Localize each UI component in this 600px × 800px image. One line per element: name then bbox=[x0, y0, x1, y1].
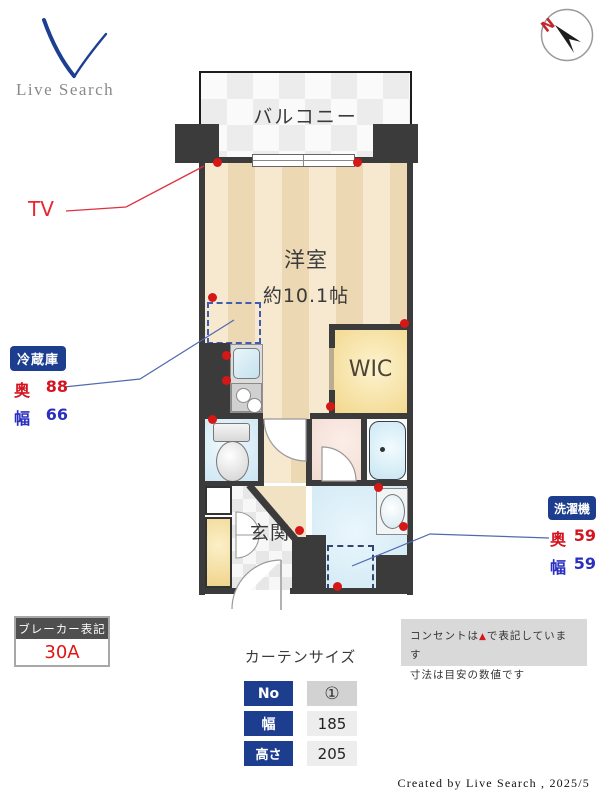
footer-credit: Created by Live Search , 2025/5 bbox=[397, 776, 590, 790]
wic-wall-left-top bbox=[329, 324, 335, 348]
outlet-marker bbox=[374, 483, 383, 492]
logo-text: Live Search bbox=[16, 80, 115, 99]
wic-area bbox=[334, 330, 407, 414]
stove-burner-icon bbox=[236, 388, 251, 403]
outlet-marker bbox=[213, 158, 222, 167]
outlet-marker bbox=[222, 376, 231, 385]
wic-label: WIC bbox=[348, 356, 393, 382]
washer-depth-value: 59 bbox=[573, 526, 596, 545]
curtain-row-no-label: No bbox=[244, 681, 293, 706]
tv-label: TV bbox=[28, 197, 54, 221]
fridge-depth-value: 88 bbox=[45, 377, 68, 396]
wall-bottom-left bbox=[199, 588, 237, 594]
outlet-marker bbox=[222, 351, 231, 360]
washer-depth-label: 奥 bbox=[550, 530, 567, 549]
powder-wall-right bbox=[361, 419, 367, 483]
legend-note-line1: コンセントは▲で表記しています bbox=[410, 630, 568, 662]
hallway-wall-right bbox=[306, 419, 312, 485]
room-size-label: 約10.1帖 bbox=[262, 284, 350, 307]
curtain-title: カーテンサイズ bbox=[244, 647, 357, 666]
kitchen-sink bbox=[233, 348, 260, 379]
outlet-marker bbox=[326, 402, 335, 411]
washer-width-label: 幅 bbox=[550, 558, 567, 577]
entrance-storage-top bbox=[205, 486, 232, 515]
breaker-title: ブレーカー表記 bbox=[16, 618, 108, 639]
fridge-title-chip: 冷蔵庫 bbox=[10, 346, 66, 371]
wall-bottom-right bbox=[290, 588, 413, 594]
fridge-width-value: 66 bbox=[45, 405, 68, 424]
fridge-width-label: 幅 bbox=[14, 409, 31, 428]
toilet-tank bbox=[213, 423, 250, 442]
outlet-marker bbox=[400, 319, 409, 328]
mid-wall-right bbox=[310, 413, 413, 419]
curtain-row-height-value: 205 bbox=[307, 741, 357, 766]
balcony-label: バルコニー bbox=[253, 105, 358, 128]
outlet-marker bbox=[295, 526, 304, 535]
wall-column-right bbox=[373, 124, 418, 163]
outlet-symbol-icon: ▲ bbox=[479, 632, 487, 642]
bathtub bbox=[369, 421, 406, 480]
laundry-wall-block bbox=[376, 555, 407, 590]
wic-wall-top bbox=[329, 324, 413, 330]
washer-annotation: 洗濯機 奥 59 幅 59 bbox=[548, 496, 598, 578]
outlet-marker bbox=[208, 415, 217, 424]
stove-burner-icon bbox=[247, 398, 262, 413]
breaker-value: 30A bbox=[44, 641, 80, 663]
logo-check-icon bbox=[42, 18, 108, 79]
outlet-marker bbox=[399, 522, 408, 531]
outlet-marker bbox=[353, 158, 362, 167]
washer-width-value: 59 bbox=[573, 554, 596, 573]
curtain-row-width-value: 185 bbox=[307, 711, 357, 736]
laundry-wall-top bbox=[306, 480, 366, 486]
entrance-column bbox=[292, 535, 326, 590]
curtain-row-height-label: 高さ bbox=[244, 741, 293, 766]
bath-wall-bottom bbox=[361, 480, 413, 486]
kitchen-stove bbox=[231, 383, 262, 413]
curtain-row-width-label: 幅 bbox=[244, 711, 293, 736]
balcony-window bbox=[252, 154, 355, 167]
live-search-logo: Live Search bbox=[14, 14, 134, 106]
fridge-depth-label: 奥 bbox=[14, 381, 31, 400]
tv-leader-line bbox=[65, 165, 205, 212]
legend-note-line2: 寸法は目安の数値です bbox=[410, 668, 525, 681]
wic-door bbox=[329, 348, 334, 390]
compass-north-icon: N bbox=[538, 8, 594, 62]
toilet-wall-right bbox=[258, 419, 264, 482]
wall-right bbox=[407, 157, 413, 595]
entrance-label: 玄関 bbox=[249, 521, 290, 544]
toilet-bowl bbox=[216, 441, 249, 482]
wall-column-left bbox=[175, 124, 219, 163]
washer-title-chip: 洗濯機 bbox=[548, 496, 596, 520]
legend-note-box: コンセントは▲で表記しています 寸法は目安の数値です bbox=[401, 619, 587, 681]
outlet-marker bbox=[333, 582, 342, 591]
mid-wall-left bbox=[199, 413, 263, 419]
powder-room bbox=[312, 419, 364, 483]
fridge-space-outline bbox=[207, 302, 261, 344]
hallway bbox=[264, 419, 308, 483]
fridge-annotation: 冷蔵庫 奥 88 幅 66 bbox=[10, 346, 80, 429]
bathtub-drain-icon bbox=[380, 447, 385, 452]
outlet-marker bbox=[208, 293, 217, 302]
shoe-cabinet bbox=[205, 517, 232, 588]
breaker-box: ブレーカー表記 30A bbox=[14, 616, 110, 667]
curtain-row-no-value: ① bbox=[307, 681, 357, 706]
room-label: 洋室 bbox=[284, 248, 328, 272]
toilet-wall-bottom bbox=[199, 481, 264, 487]
